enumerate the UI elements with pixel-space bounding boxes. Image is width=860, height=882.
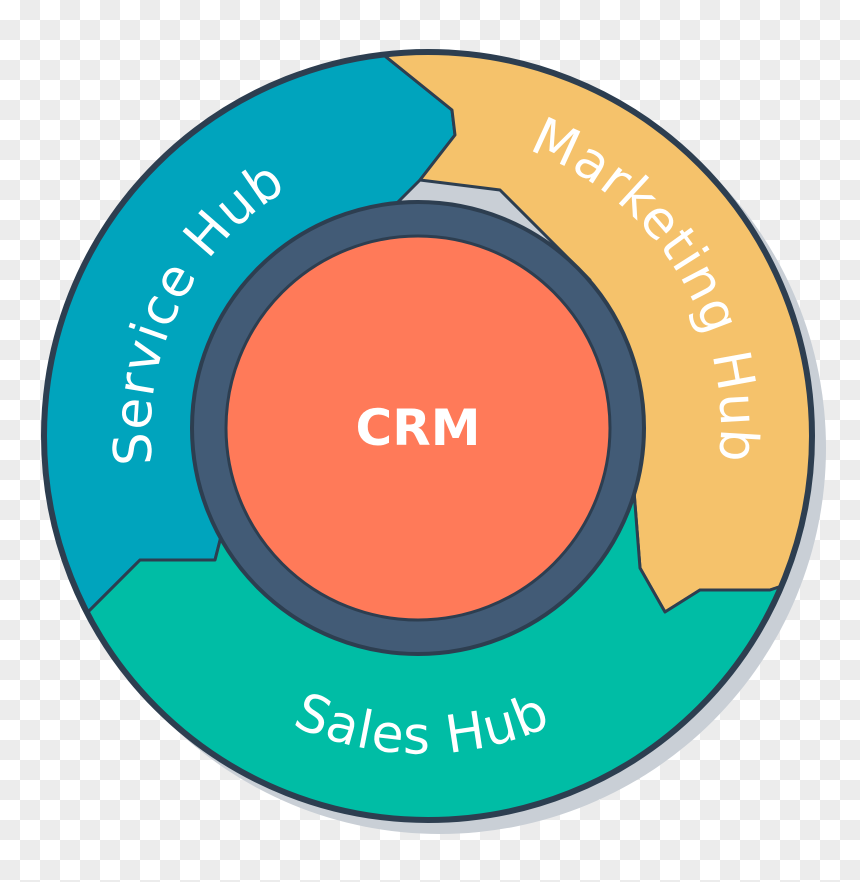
crm-circle xyxy=(224,234,612,622)
crm-label: CRM xyxy=(356,399,481,457)
disc-outline xyxy=(41,49,815,823)
